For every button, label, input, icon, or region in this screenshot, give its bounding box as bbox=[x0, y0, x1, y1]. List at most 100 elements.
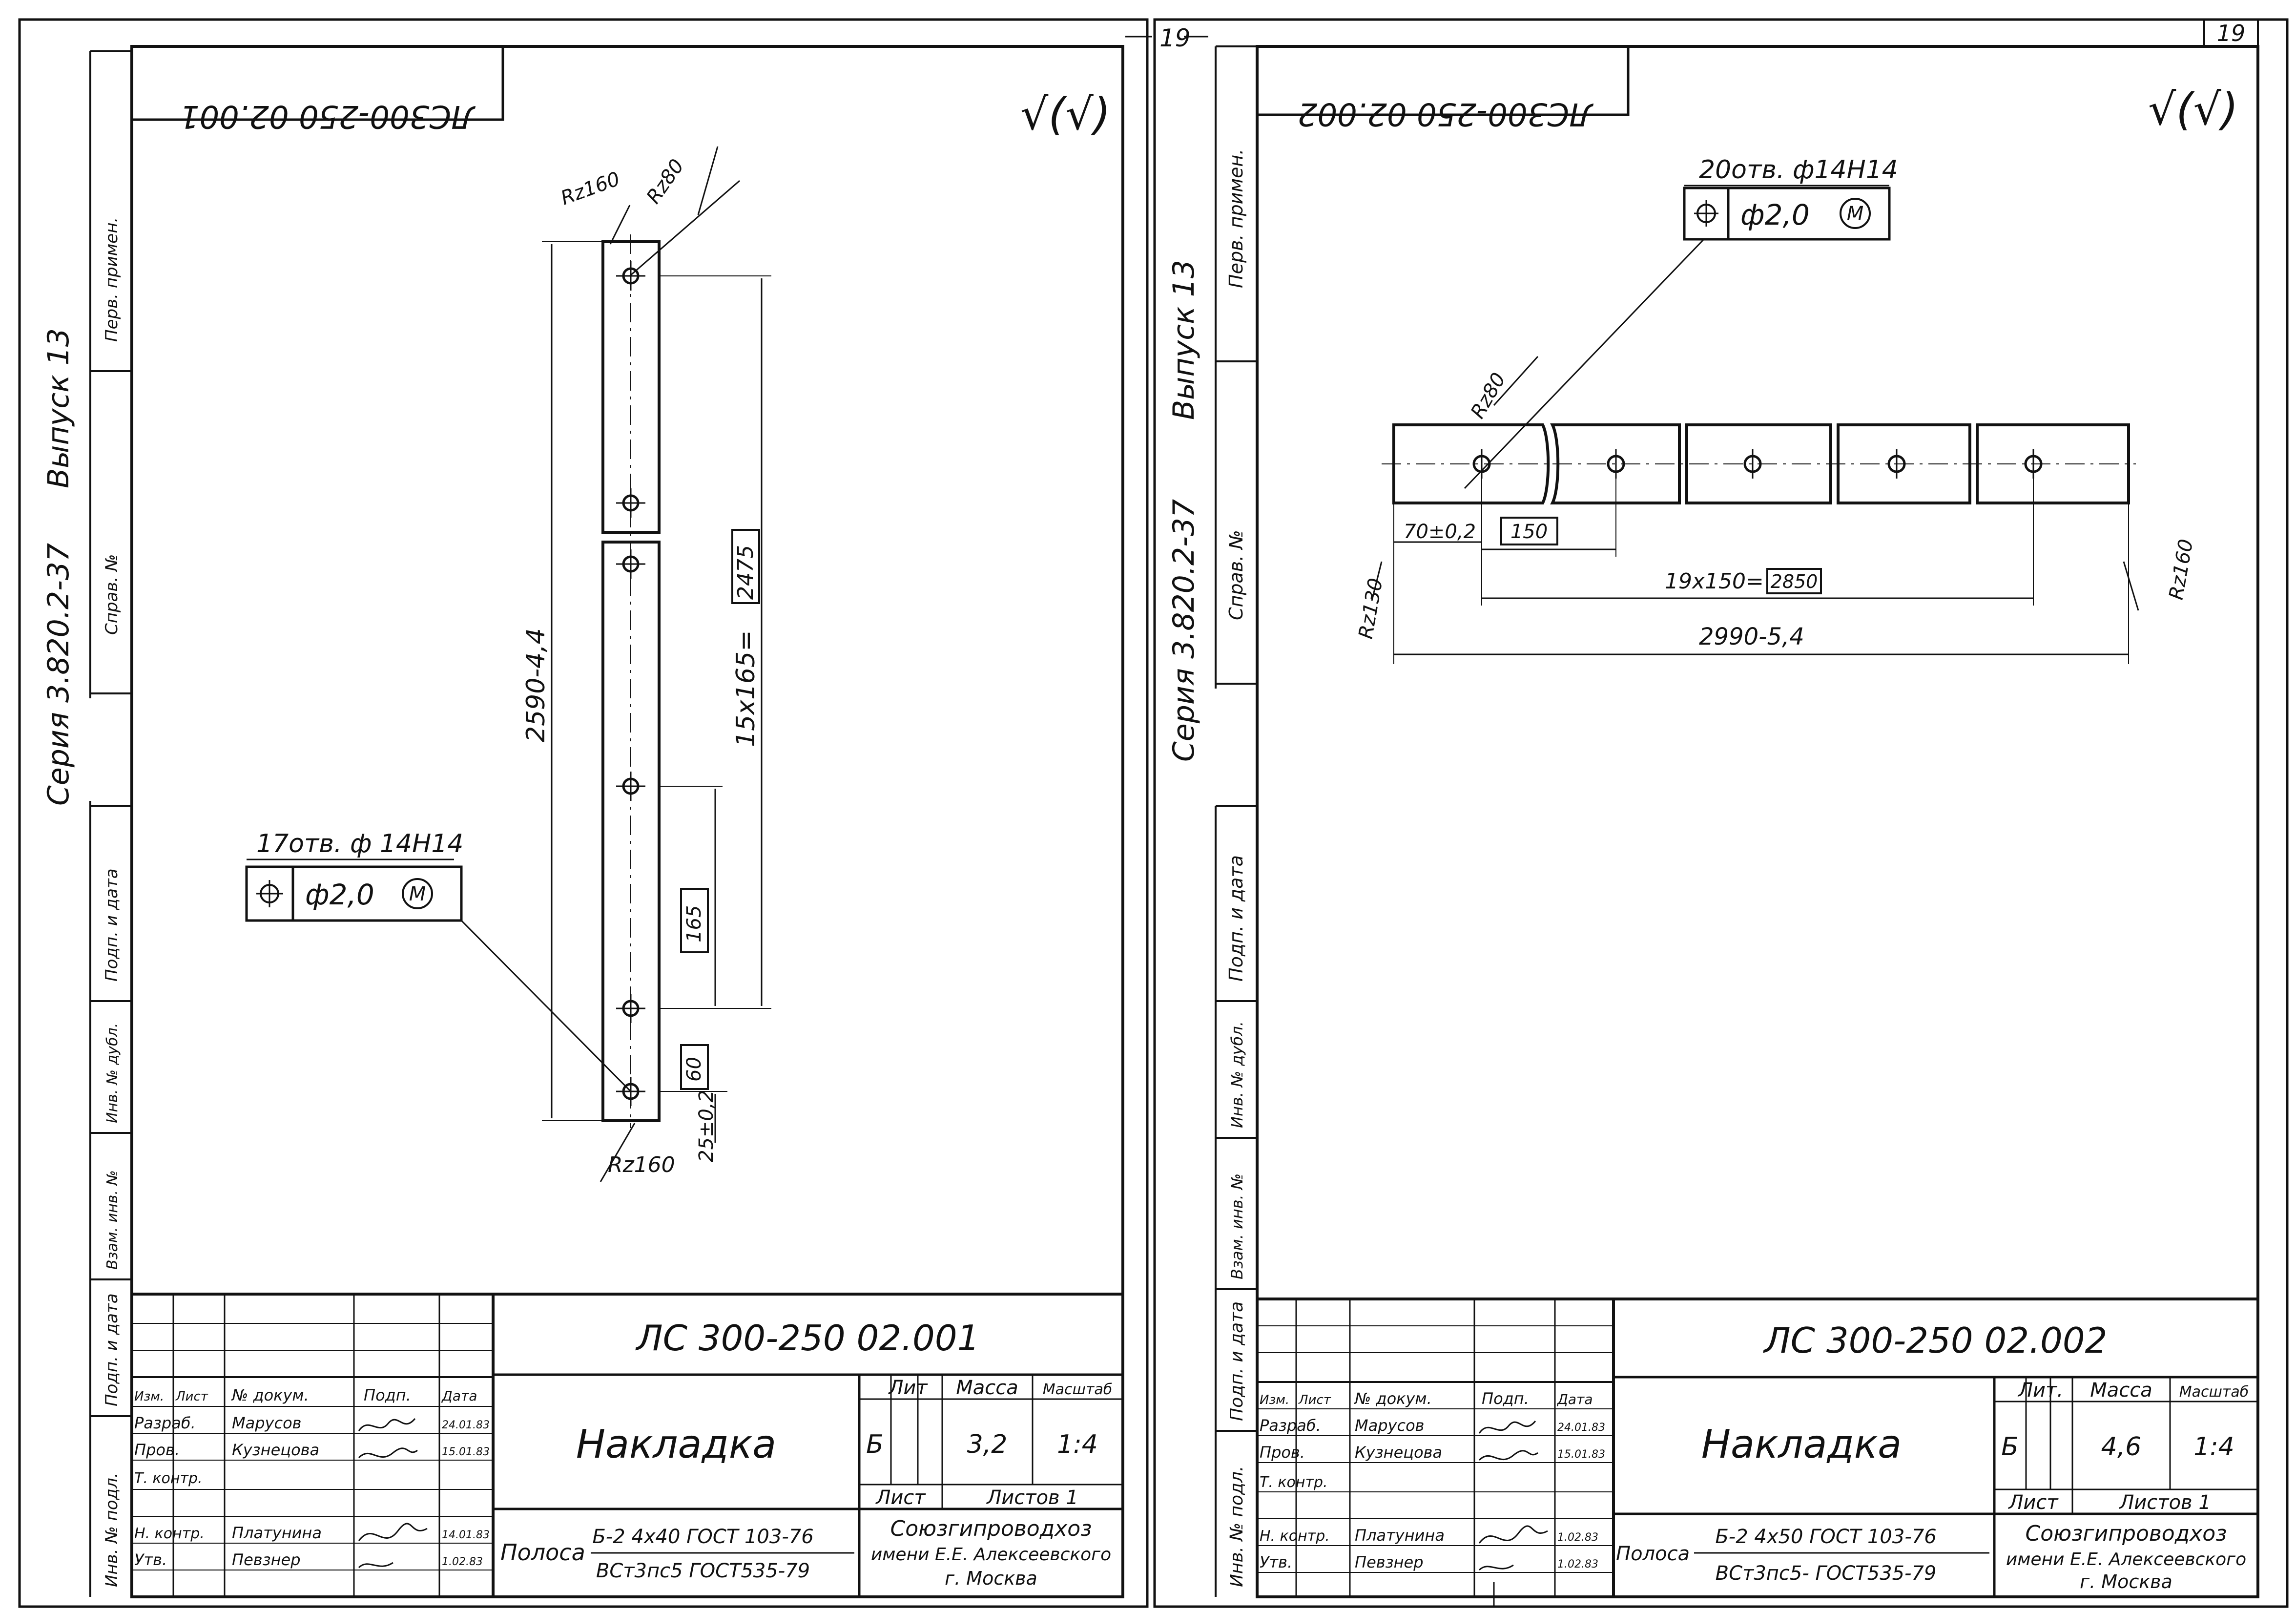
tb-role-tkontr: Т. контр. bbox=[1260, 1474, 1328, 1491]
right-strip-vzam: Взам. инв. № bbox=[1228, 1173, 1246, 1279]
left-inner-frame bbox=[130, 45, 1124, 1598]
right-tol-value: ф2,0 bbox=[1740, 198, 1810, 231]
tb-h-podp: Подп. bbox=[364, 1386, 411, 1404]
left-sheet: Серия 3.820.2-37 Выпуск 13 Перв. примен.… bbox=[18, 18, 1149, 1608]
tb-name-nkontr: Платунина bbox=[1355, 1526, 1445, 1545]
tb-scale: 1:4 bbox=[2193, 1432, 2234, 1462]
right-tol-m: M bbox=[1847, 203, 1864, 225]
tb-material-label: Полоса bbox=[500, 1539, 585, 1566]
tb-sheet-header: Лист bbox=[2007, 1491, 2059, 1514]
right-roughness-mark: √(√) bbox=[2148, 84, 2238, 135]
right-outer-frame bbox=[1153, 18, 2289, 1608]
right-strip-podp-data: Подп. и дата bbox=[1225, 855, 1247, 982]
tb-date-razrab: 24.01.83 bbox=[1557, 1422, 1605, 1434]
right-part-drawing: 20отв. ф14Н14 ф2,0 M Rz80 Rz130 Rz160 bbox=[1355, 155, 2198, 664]
tb-org-line1: Союзгипроводхоз bbox=[890, 1516, 1092, 1541]
hole-marker bbox=[616, 549, 645, 579]
tb-h-list: Лист bbox=[175, 1389, 208, 1404]
tb-name-prov: Кузнецова bbox=[232, 1441, 319, 1459]
tb-h-doc: № докум. bbox=[1354, 1389, 1432, 1408]
left-dim-pitch: 15x165= bbox=[731, 630, 761, 747]
tb-h-data: Дата bbox=[441, 1388, 477, 1404]
tb-org-line2: имени Е.Е. Алексеевского bbox=[2006, 1549, 2246, 1570]
right-tb-code: ЛС 300-250 02.002 bbox=[1763, 1320, 2108, 1361]
left-title-block: ЛС 300-250 02.001 Накладка Изм. Лист № д… bbox=[130, 1293, 1124, 1598]
left-strip-inv-podl: Инв. № подл. bbox=[102, 1472, 122, 1587]
left-dim-165: 165 bbox=[683, 905, 705, 942]
left-roughness-mark: √(√) bbox=[1020, 89, 1111, 140]
tb-lit-header: Лит. bbox=[2017, 1379, 2063, 1402]
left-tb-code: ЛС 300-250 02.001 bbox=[635, 1318, 980, 1359]
right-side-strip: Серия 3.820.2-37 Выпуск 13 Перв. примен.… bbox=[1167, 45, 1257, 1597]
tb-material-top: Б-2 4х50 ГОСТ 103-76 bbox=[1715, 1526, 1936, 1548]
hole-marker bbox=[616, 994, 645, 1023]
tb-mass: 4,6 bbox=[2101, 1432, 2142, 1462]
signature-mark bbox=[1478, 1421, 1548, 1607]
tb-scale-header: Масштаб bbox=[1043, 1381, 1113, 1398]
tb-role-utv: Утв. bbox=[1260, 1553, 1292, 1571]
right-rz-r80: Rz80 bbox=[1467, 369, 1510, 422]
left-tol-value: ф2,0 bbox=[305, 878, 374, 911]
right-rz-left: Rz130 bbox=[1355, 577, 1387, 641]
hole-marker bbox=[616, 488, 645, 518]
right-page-number-box bbox=[2203, 19, 2259, 47]
tb-date-prov: 15.01.83 bbox=[442, 1446, 490, 1458]
right-strip-inv-podl: Инв. № подл. bbox=[1227, 1466, 1247, 1587]
left-strip-sprav: Справ. № bbox=[102, 554, 122, 635]
right-inner-frame bbox=[1256, 45, 2259, 1598]
tb-date-razrab: 24.01.83 bbox=[442, 1419, 490, 1431]
left-outer-frame bbox=[18, 18, 1149, 1608]
left-tolerance-frame bbox=[245, 865, 463, 922]
tb-role-utv: Утв. bbox=[134, 1550, 167, 1569]
tb-name-utv: Певзнер bbox=[1355, 1553, 1424, 1571]
tb-name-razrab: Марусов bbox=[1355, 1416, 1425, 1435]
tb-h-data: Дата bbox=[1556, 1391, 1593, 1407]
left-part-drawing: 2590-4,4 15x165= 2475 165 60 25±0,2 Rz16… bbox=[245, 146, 771, 1182]
tb-h-izm: Изм. bbox=[134, 1389, 164, 1404]
left-strip-podp-data2: Подп. и дата bbox=[102, 1293, 122, 1406]
right-holes-note: 20отв. ф14Н14 bbox=[1699, 155, 1898, 185]
svg-text:ЛС300-250 02.002: ЛС300-250 02.002 bbox=[1298, 96, 1594, 132]
tb-org-line1: Союзгипроводхоз bbox=[2025, 1521, 2227, 1546]
tb-date-nkontr: 14.01.83 bbox=[442, 1529, 490, 1541]
hole-marker bbox=[2024, 449, 2043, 479]
right-issue-label: Выпуск 13 bbox=[1167, 260, 1201, 420]
right-series-label: Серия 3.820.2-37 bbox=[1167, 499, 1201, 762]
tb-role-prov: Пров. bbox=[134, 1441, 180, 1459]
tb-lit: Б bbox=[866, 1430, 884, 1459]
hole-marker bbox=[1607, 449, 1625, 479]
tb-h-list: Лист bbox=[1298, 1393, 1331, 1407]
hole-marker bbox=[616, 772, 645, 801]
hole-marker bbox=[1743, 449, 1762, 479]
left-tb-name: Накладка bbox=[576, 1422, 776, 1467]
tb-scale-header: Масштаб bbox=[2179, 1383, 2249, 1401]
right-mirror-code-box: ЛС300-250 02.002 bbox=[1256, 45, 1630, 132]
tb-role-nkontr: Н. контр. bbox=[1260, 1528, 1330, 1545]
tb-lit: Б bbox=[2001, 1432, 2019, 1462]
tb-sheets-header: Листов 1 bbox=[986, 1486, 1078, 1509]
left-issue-label: Выпуск 13 bbox=[41, 328, 76, 488]
page-number: 19 bbox=[1159, 24, 1191, 52]
tb-date-prov: 15.01.83 bbox=[1557, 1448, 1605, 1461]
tb-org-line2: имени Е.Е. Алексеевского bbox=[871, 1545, 1111, 1565]
tb-lit-header: Лит bbox=[888, 1377, 928, 1399]
left-strip-perv: Перв. примен. bbox=[102, 217, 122, 342]
right-strip-sprav: Справ. № bbox=[1225, 530, 1247, 620]
tb-role-prov: Пров. bbox=[1260, 1443, 1305, 1462]
left-side-strip: Серия 3.820.2-37 Выпуск 13 Перв. примен.… bbox=[41, 50, 132, 1597]
right-strip-inv-dubl: Инв. № дубл. bbox=[1228, 1021, 1246, 1128]
tb-date-utv: 1.02.83 bbox=[1557, 1558, 1598, 1570]
right-dim-pitch-box: 2850 bbox=[1771, 571, 1818, 592]
right-dim-total: 2990-5,4 bbox=[1699, 623, 1804, 650]
tb-material-top: Б-2 4х40 ГОСТ 103-76 bbox=[592, 1526, 813, 1548]
tb-role-razrab: Разраб. bbox=[134, 1414, 196, 1432]
tb-name-razrab: Марусов bbox=[232, 1414, 302, 1432]
left-rz-bottom: Rz160 bbox=[608, 1152, 675, 1177]
signature-mark bbox=[358, 1418, 428, 1569]
tb-name-prov: Кузнецова bbox=[1355, 1443, 1442, 1462]
page-number-edge: 19 bbox=[2217, 20, 2246, 46]
tb-scale: 1:4 bbox=[1057, 1430, 1098, 1459]
tb-date-utv: 1.02.83 bbox=[442, 1556, 483, 1568]
hole-marker bbox=[1887, 449, 1906, 479]
tb-date-nkontr: 1.02.83 bbox=[1557, 1531, 1598, 1544]
